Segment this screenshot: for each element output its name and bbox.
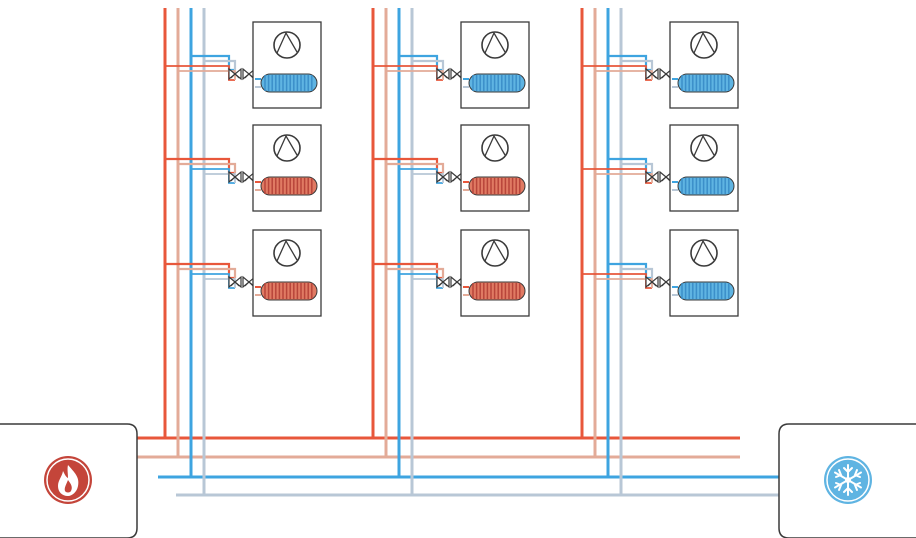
cooling-coil — [672, 73, 735, 93]
branch-pipe — [608, 157, 652, 175]
branch-pipe — [412, 278, 444, 288]
cooling-coil — [672, 281, 735, 301]
branch-pipe — [582, 168, 652, 184]
fan-icon — [481, 134, 509, 162]
fan-icon — [273, 31, 301, 59]
branch-pipe — [621, 59, 654, 70]
cooling-coil — [463, 73, 526, 93]
branch-pipe — [373, 65, 443, 81]
cooling-coil — [255, 73, 318, 93]
heating-coil — [463, 176, 526, 196]
branch-pipe — [582, 273, 652, 289]
fan-icon — [690, 31, 718, 59]
fan-coil-unit — [373, 124, 530, 212]
fan-icon — [481, 31, 509, 59]
cooling-source-unit — [778, 423, 916, 538]
branch-pipe — [178, 70, 236, 80]
branch-pipe — [191, 54, 235, 72]
fan-icon — [481, 239, 509, 267]
heating-coil — [255, 281, 318, 301]
branch-pipe — [621, 162, 654, 173]
branch-pipe — [582, 65, 652, 81]
branch-pipe — [204, 278, 236, 288]
branch-pipe — [595, 70, 653, 80]
riser-column — [580, 8, 623, 495]
branch-pipe — [204, 173, 236, 183]
branch-pipe — [595, 173, 653, 183]
fan-coil-unit — [165, 21, 322, 109]
branch-pipe — [399, 54, 443, 72]
fan-coil-unit — [165, 229, 322, 317]
fan-coil-unit — [373, 229, 530, 317]
fan-icon — [273, 134, 301, 162]
heat-source-unit — [0, 423, 138, 538]
fan-icon — [690, 134, 718, 162]
branch-pipe — [386, 267, 445, 278]
branch-pipe — [386, 162, 445, 173]
flame-icon — [44, 456, 92, 504]
snowflake-icon — [824, 456, 872, 504]
terminal-units — [165, 21, 739, 317]
branch-pipe — [373, 262, 443, 280]
branch-pipe — [165, 262, 235, 280]
branch-pipe — [178, 267, 237, 278]
branch-pipe — [178, 162, 237, 173]
riser-column — [163, 8, 206, 495]
branch-pipe — [373, 157, 443, 175]
fan-icon — [690, 239, 718, 267]
branch-pipe — [621, 267, 654, 278]
fan-coil-unit — [582, 124, 739, 212]
branch-pipe — [608, 262, 652, 280]
branch-pipe — [165, 65, 235, 81]
heating-coil — [463, 281, 526, 301]
branch-pipe — [386, 70, 444, 80]
branch-pipe — [412, 173, 444, 183]
branch-pipe — [165, 157, 235, 175]
plant-equipment — [0, 423, 916, 538]
riser-column — [371, 8, 414, 495]
branch-pipe — [204, 59, 237, 70]
heating-coil — [255, 176, 318, 196]
fan-coil-unit — [582, 21, 739, 109]
fan-coil-unit — [373, 21, 530, 109]
cooling-coil — [672, 176, 735, 196]
branch-pipe — [412, 59, 445, 70]
fan-coil-unit — [582, 229, 739, 317]
branch-pipe — [595, 278, 653, 288]
fan-coil-unit — [165, 124, 322, 212]
branch-pipe — [608, 54, 652, 72]
fan-icon — [273, 239, 301, 267]
pipe-network — [127, 8, 790, 497]
